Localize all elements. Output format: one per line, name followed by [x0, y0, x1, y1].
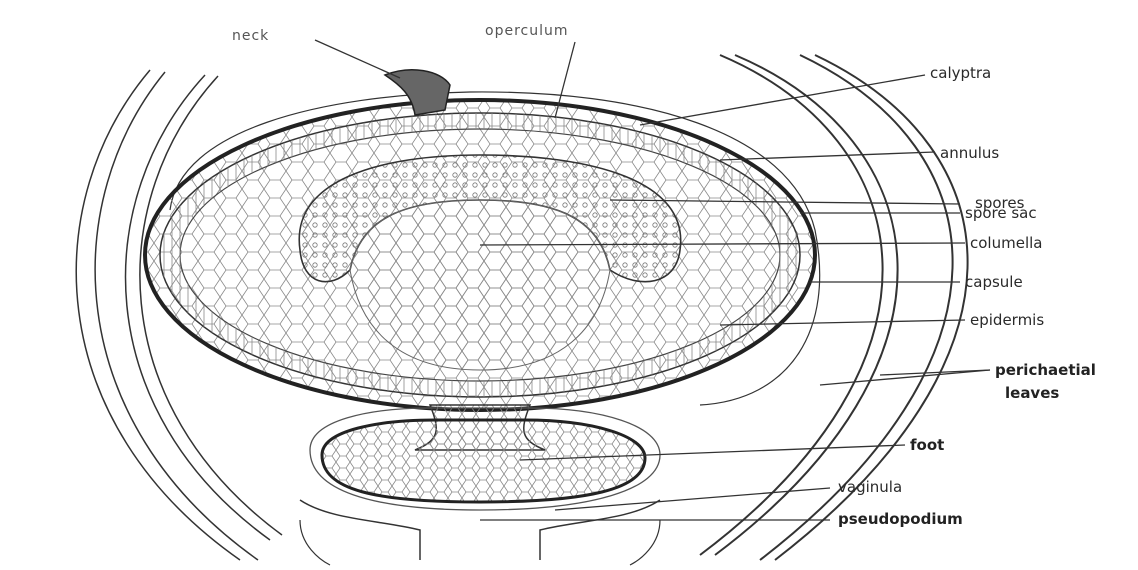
label-epidermis: epidermis	[970, 311, 1044, 329]
label-spore-sac: spore sac	[965, 204, 1037, 222]
foot	[310, 408, 660, 510]
label-columella: columella	[970, 234, 1042, 252]
label-annulus: annulus	[940, 144, 999, 162]
label-perichaetial: perichaetial	[995, 361, 1096, 379]
label-foot: foot	[910, 436, 944, 454]
label-capsule: capsule	[965, 273, 1023, 291]
label-calyptra: calyptra	[930, 64, 991, 82]
label-pseudopodium: pseudopodium	[838, 510, 963, 528]
label-neck: neck	[232, 28, 269, 44]
capsule-body	[145, 100, 815, 410]
label-operculum: operculum	[485, 23, 568, 39]
label-vaginula: vaginula	[838, 478, 902, 496]
label-leaves: leaves	[1005, 384, 1059, 402]
